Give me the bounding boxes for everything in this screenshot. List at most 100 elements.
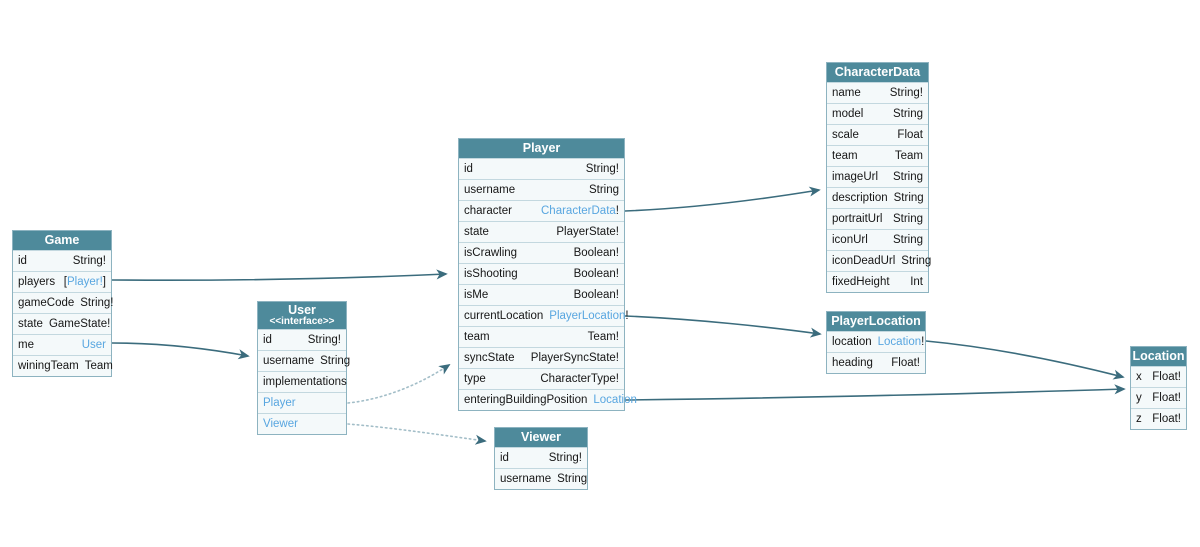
- type-node-title[interactable]: Game: [13, 231, 111, 250]
- type-text: String: [557, 473, 588, 485]
- field-row[interactable]: players[Player!]: [13, 271, 111, 292]
- field-type: GameState!: [49, 318, 110, 330]
- type-node-title[interactable]: PlayerLocation: [827, 312, 925, 331]
- type-link[interactable]: User: [81, 339, 106, 351]
- type-link[interactable]: Location: [877, 336, 922, 348]
- label-row[interactable]: Viewer: [258, 413, 346, 434]
- field-row[interactable]: description String: [827, 187, 928, 208]
- type-node-title[interactable]: Location: [1131, 347, 1186, 366]
- field-type: String: [589, 184, 619, 196]
- type-text: !: [615, 205, 619, 217]
- type-link[interactable]: Player!: [67, 276, 103, 288]
- type-node-title[interactable]: Viewer: [495, 428, 587, 447]
- type-text: String!: [72, 255, 106, 267]
- field-name: winingTeam: [18, 360, 79, 372]
- field-type: Float!: [1152, 413, 1181, 425]
- field-row[interactable]: id String!: [13, 250, 111, 271]
- implementation-type-link[interactable]: Player: [263, 397, 296, 409]
- field-name: isShooting: [464, 268, 518, 280]
- type-text: [: [63, 276, 67, 288]
- section-label: implementations: [263, 376, 347, 388]
- type-link[interactable]: Location: [593, 394, 637, 406]
- field-name: imageUrl: [832, 171, 879, 183]
- field-row[interactable]: winingTeam Team: [13, 355, 113, 376]
- field-type: String: [320, 355, 350, 367]
- type-node-title[interactable]: User<<interface>>: [258, 302, 346, 329]
- type-link[interactable]: PlayerLocation: [549, 310, 626, 322]
- field-name: location: [832, 336, 872, 348]
- field-type: Float!: [1152, 392, 1181, 404]
- type-text: String: [588, 184, 619, 196]
- edge-game-players-to-player: [111, 269, 448, 281]
- field-name: id: [500, 452, 509, 464]
- edge-playerlocation-location-to-location: [925, 340, 1125, 380]
- field-name: id: [18, 255, 27, 267]
- label-row[interactable]: implementations: [258, 371, 347, 392]
- field-type: Boolean!: [574, 268, 619, 280]
- type-text: PlayerSyncState!: [530, 352, 619, 364]
- type-node-title[interactable]: Player: [459, 139, 624, 158]
- type-text: String: [892, 213, 923, 225]
- field-type: Team: [85, 360, 113, 372]
- type-text: Int: [910, 276, 923, 288]
- field-name: team: [832, 150, 858, 162]
- field-type: String: [894, 192, 924, 204]
- type-text: Boolean!: [573, 268, 619, 280]
- field-row[interactable]: isShooting Boolean!: [459, 263, 624, 284]
- implementation-type-link[interactable]: Viewer: [263, 418, 298, 430]
- type-text: String!: [889, 87, 923, 99]
- type-text: Float!: [1152, 392, 1181, 404]
- field-name: id: [263, 334, 272, 346]
- label-row[interactable]: Player: [258, 392, 346, 413]
- type-text: String: [892, 108, 923, 120]
- field-name: description: [832, 192, 888, 204]
- type-node-title[interactable]: CharacterData: [827, 63, 928, 82]
- field-type: String: [893, 234, 923, 246]
- type-link[interactable]: CharacterData: [541, 205, 616, 217]
- field-type: CharacterType!: [540, 373, 619, 385]
- field-row[interactable]: username String: [459, 179, 624, 200]
- type-text: String: [892, 234, 923, 246]
- type-text: String: [893, 192, 924, 204]
- field-type: String!: [80, 297, 113, 309]
- field-name: username: [464, 184, 516, 196]
